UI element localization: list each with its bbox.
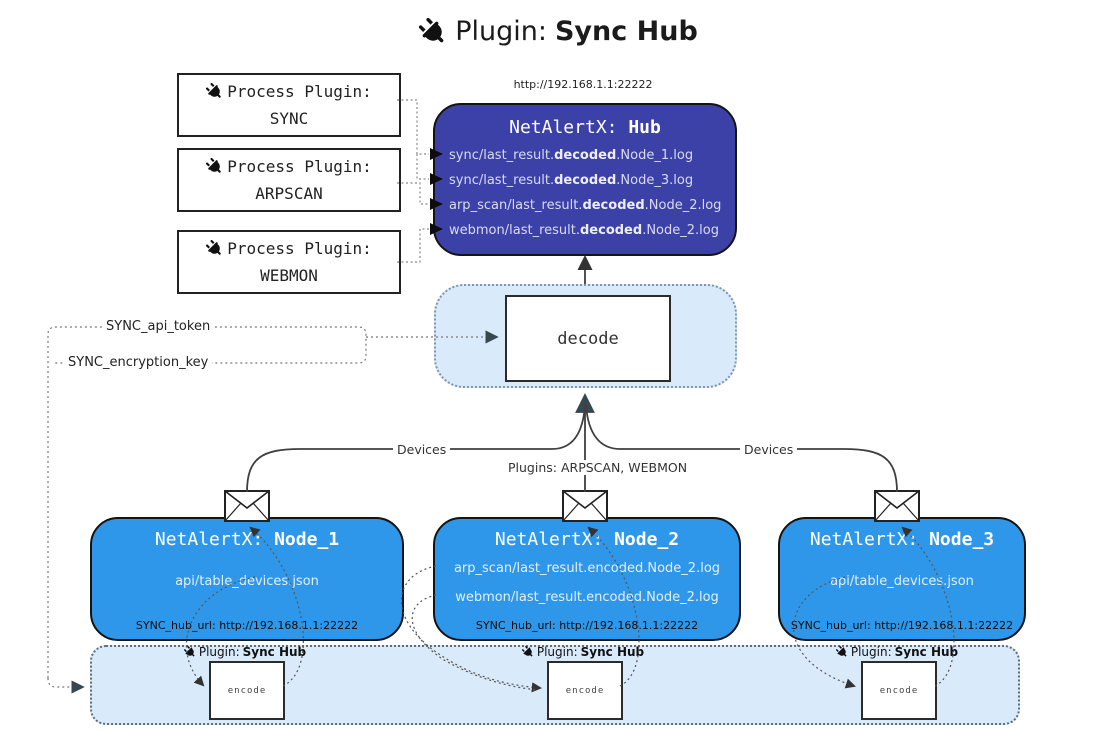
node-file: webmon/last_result.encoded.Node_2.log	[455, 590, 719, 605]
encoder-label: Plugin:Sync Hub	[817, 645, 977, 659]
hub-title: NetAlertX: Hub	[435, 117, 735, 138]
encoder-label: Plugin:Sync Hub	[503, 645, 663, 659]
encode-box: encode	[209, 661, 285, 720]
plug-icon	[519, 644, 536, 661]
sync-encryption-key-label: SYNC_encryption_key	[64, 355, 213, 370]
edge-label-plugins: Plugins: ARPSCAN, WEBMON	[504, 460, 687, 475]
hub-title-name: Hub	[628, 117, 661, 138]
decode-label: decode	[557, 328, 619, 349]
node-hub-url: SYNC_hub_url: http://192.168.1.1:22222	[475, 619, 699, 632]
hub-log-list: sync/last_result.decoded.Node_1.log sync…	[449, 143, 729, 243]
hub-log-line: arp_scan/last_result.decoded.Node_2.log	[449, 198, 722, 213]
hub-url: http://192.168.1.1:22222	[513, 78, 653, 91]
node-box-node2: NetAlertX: Node_2 arp_scan/last_result.e…	[433, 517, 741, 641]
plug-icon	[203, 237, 227, 261]
plug-icon	[413, 12, 453, 52]
encode-box: encode	[547, 661, 623, 720]
plug-icon	[181, 644, 198, 661]
hub-title-prefix: NetAlertX:	[509, 117, 618, 138]
process-plugin-box-sync: Process Plugin: SYNC	[177, 73, 401, 137]
page-title-name: Sync Hub	[554, 16, 698, 47]
node-box-node3: NetAlertX: Node_3 api/table_devices.json…	[778, 517, 1026, 641]
node-title: NetAlertX: Node_3	[809, 529, 995, 550]
hub-log-line: sync/last_result.decoded.Node_1.log	[449, 148, 694, 163]
plug-icon	[203, 155, 227, 179]
process-plugin-box-webmon: Process Plugin: WEBMON	[177, 230, 401, 294]
envelope-icon	[562, 490, 608, 522]
process-plugin-name: SYNC	[269, 108, 309, 128]
process-plugin-label: Process Plugin:	[227, 82, 372, 102]
node-box-node1: NetAlertX: Node_1 api/table_devices.json…	[90, 517, 404, 641]
encode-box: encode	[861, 661, 937, 720]
process-plugin-name: WEBMON	[260, 265, 318, 285]
node-hub-url: SYNC_hub_url: http://192.168.1.1:22222	[135, 619, 359, 632]
edge-label-devices-left: Devices	[393, 442, 451, 457]
envelope-icon	[224, 490, 270, 522]
envelope-icon	[874, 490, 920, 522]
process-plugin-box-arpscan: Process Plugin: ARPSCAN	[177, 148, 401, 212]
edge-label-devices-right: Devices	[740, 442, 798, 457]
node-file: arp_scan/last_result.encoded.Node_2.log	[453, 561, 721, 576]
plug-icon	[203, 80, 227, 104]
encoder-label: Plugin:Sync Hub	[165, 645, 325, 659]
node-file: api/table_devices.json	[830, 574, 974, 589]
process-plugin-label: Process Plugin:	[227, 157, 372, 177]
hub-log-line: webmon/last_result.decoded.Node_2.log	[449, 223, 719, 238]
node-hub-url: SYNC_hub_url: http://192.168.1.1:22222	[790, 619, 1014, 632]
page-title: Plugin: Sync Hub	[0, 16, 1117, 47]
node-title: NetAlertX: Node_1	[154, 529, 340, 550]
process-plugin-name: ARPSCAN	[255, 183, 323, 203]
node-title: NetAlertX: Node_2	[494, 529, 680, 550]
hub-log-line: sync/last_result.decoded.Node_3.log	[449, 173, 694, 188]
sync-api-token-label: SYNC_api_token	[102, 319, 215, 334]
decode-box: decode	[505, 295, 671, 382]
process-plugin-label: Process Plugin:	[227, 239, 372, 259]
node-file: api/table_devices.json	[175, 574, 319, 589]
hub-box: NetAlertX: Hub sync/last_result.decoded.…	[433, 103, 737, 256]
plug-icon	[833, 644, 850, 661]
page-title-prefix: Plugin:	[455, 16, 547, 47]
